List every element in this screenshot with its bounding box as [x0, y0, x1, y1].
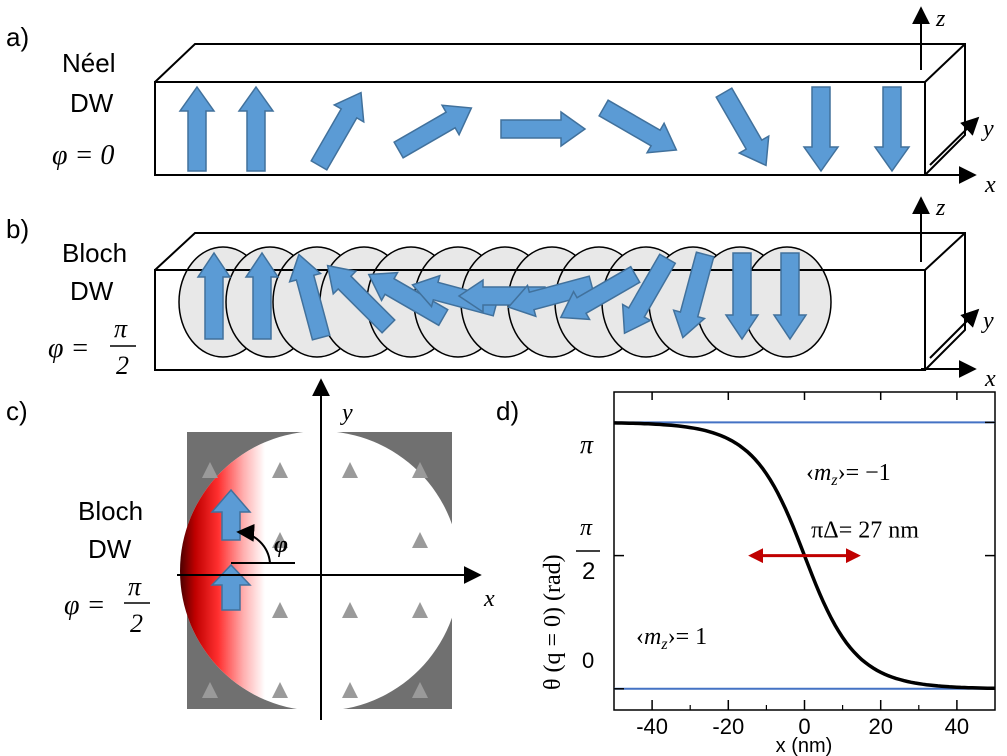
neel-arrow-group [178, 85, 911, 173]
bloch-arrow [288, 253, 331, 341]
bloch-arrow [244, 251, 280, 340]
panel-d-label: d) [496, 396, 519, 426]
c-phi-angle-label: φ [274, 532, 288, 558]
lattice-dot [412, 462, 428, 478]
c-axis-y: y [340, 400, 353, 426]
lattice-dot [412, 602, 428, 618]
lattice-dot [342, 602, 358, 618]
c-phi-den: 2 [130, 609, 143, 638]
mz-minus-label: ‹mz›= −1 [806, 460, 891, 489]
lattice-dot [272, 682, 288, 698]
axes-a [912, 6, 980, 184]
panel-b-label: b) [6, 214, 29, 244]
axis-x-b: x [984, 366, 996, 392]
ytick-zero: 0 [582, 648, 594, 673]
x-axis-label: x (nm) [776, 735, 833, 756]
x-tick-label: 40 [945, 714, 969, 739]
neel-arrow [873, 86, 911, 173]
lattice-dot [342, 682, 358, 698]
x-tick-label: 0 [798, 714, 810, 739]
neel-slab [154, 43, 966, 176]
axis-y-b: y [981, 308, 994, 334]
lattice-dot [202, 682, 218, 698]
y-axis-label: θ (q = 0) (rad) [540, 554, 566, 690]
c-phi-num: π [128, 572, 142, 601]
bloch-phi-num: π [114, 314, 128, 343]
neel-arrow [178, 85, 216, 172]
c-phi-prefix: φ = [64, 590, 105, 621]
neel-dw-label: DW [70, 88, 114, 118]
ytick-pi-half-num: π [580, 515, 593, 541]
neel-phi-label: φ = 0 [52, 140, 114, 171]
axis-y-a: y [981, 116, 994, 142]
c-arrows [210, 488, 252, 611]
bloch-phi-den: 2 [116, 351, 129, 380]
bloch-arrow [326, 264, 396, 334]
c-axis-x: x [483, 586, 495, 612]
bloch-arrow [672, 251, 715, 339]
bloch-arrow [724, 252, 760, 341]
panel-c-label: c) [6, 396, 28, 426]
lattice-dot [272, 462, 288, 478]
x-tick-label: -40 [636, 714, 668, 739]
lattice-dot [202, 462, 218, 478]
bloch-arrow [196, 251, 232, 340]
bloch-arrow [772, 252, 808, 341]
bloch-phi-prefix: φ = [48, 333, 89, 364]
c-dw-label: DW [88, 534, 132, 564]
bloch-arrow [507, 275, 595, 318]
ytick-pi-half-den: 2 [582, 558, 595, 585]
neel-title: Néel [62, 48, 115, 78]
x-tick-label: 20 [868, 714, 892, 739]
bloch-arrow [559, 265, 641, 321]
neel-arrow [715, 87, 770, 167]
neel-arrow [598, 99, 678, 154]
bloch-dw-label: DW [70, 276, 114, 306]
ytick-pi: π [580, 430, 594, 459]
bloch-arrow [621, 253, 677, 335]
width-annotation: πΔ= 27 nm [811, 518, 919, 544]
lattice-dot [272, 532, 288, 548]
lattice-dot [412, 532, 428, 548]
axis-x-a: x [984, 172, 996, 198]
mz-plus-label: ‹mz›= 1 [636, 624, 707, 653]
neel-arrow [237, 85, 275, 172]
x-tick-label: -20 [712, 714, 744, 739]
c-axes [177, 378, 482, 720]
neel-arrow [393, 104, 473, 159]
c-bloch-title: Bloch [78, 496, 143, 526]
bloch-arrow [367, 271, 449, 327]
neel-arrow [310, 91, 365, 171]
panel-a-label: a) [6, 22, 29, 52]
bloch-arrow-group [196, 251, 808, 341]
axis-z-a: z [935, 6, 946, 32]
lattice-dot [342, 462, 358, 478]
neel-arrow [802, 86, 840, 173]
axes-b [912, 196, 980, 378]
lattice-dot [412, 682, 428, 698]
neel-arrow [500, 110, 587, 148]
lattice-dot [272, 602, 288, 618]
bloch-title: Bloch [62, 238, 127, 268]
lattice-dots [202, 462, 428, 698]
axis-z-b: z [935, 195, 946, 221]
